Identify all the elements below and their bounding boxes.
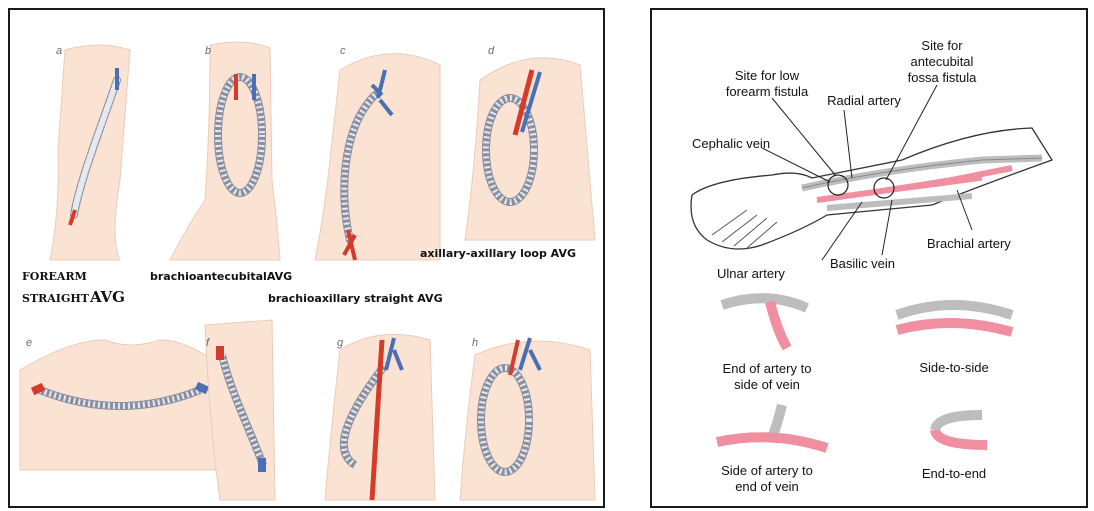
- panel-e-chest-loop: [20, 340, 225, 470]
- panel-letter-g: g: [337, 337, 344, 349]
- fistula-anatomy-illustration: Site for low forearm fistula Radial arte…: [652, 10, 1088, 508]
- label-site-low-forearm-1: Site for low: [735, 68, 800, 83]
- caption-straight: STRAIGHT: [22, 292, 90, 305]
- caption-brachioaxillary: brachioaxillary straight AVG: [268, 292, 443, 305]
- caption-avg: AVG: [89, 288, 125, 306]
- label-site-low-forearm-2: forearm fistula: [726, 84, 809, 99]
- label-end-artery-side-vein-2: side of vein: [734, 377, 800, 392]
- label-ulnar-artery: Ulnar artery: [717, 266, 785, 281]
- panel-f-thigh-straight: [205, 320, 275, 500]
- panel-letter-e: e: [26, 337, 32, 349]
- label-site-antecubital-2: antecubital: [911, 54, 974, 69]
- panel-letter-a: a: [56, 45, 62, 57]
- panel-letter-h: h: [472, 337, 478, 349]
- caption-brachioantecubital: brachioantecubitalAVG: [150, 270, 292, 283]
- anastomosis-end-artery-side-vein: [722, 298, 807, 348]
- anastomosis-side-to-side: [897, 305, 1012, 332]
- graft-configurations-panel: a b c d e f: [8, 8, 605, 508]
- panel-d-upper-arm-loop: [465, 58, 595, 240]
- panel-b-forearm-loop: [170, 42, 280, 260]
- label-site-antecubital-3: fossa fistula: [908, 70, 977, 85]
- label-end-to-end: End-to-end: [922, 466, 986, 481]
- panel-h-upper-arm-loop: [460, 338, 595, 500]
- graft-configurations-illustration: a b c d e f: [10, 10, 605, 508]
- caption-axillary-loop: axillary-axillary loop AVG: [420, 247, 576, 260]
- label-site-antecubital-1: Site for: [921, 38, 963, 53]
- panel-letter-d: d: [488, 45, 495, 57]
- label-brachial-artery: Brachial artery: [927, 236, 1011, 251]
- panel-a-forearm-straight: [50, 45, 130, 260]
- anastomosis-side-artery-end-vein: [717, 405, 827, 448]
- label-side-to-side: Side-to-side: [919, 360, 988, 375]
- label-basilic-vein: Basilic vein: [830, 256, 895, 271]
- panel-g-upper-arm-curve: [325, 334, 435, 500]
- anastomosis-end-to-end: [935, 415, 987, 445]
- fistula-anatomy-panel: Site for low forearm fistula Radial arte…: [650, 8, 1088, 508]
- label-side-artery-end-vein-1: Side of artery to: [721, 463, 813, 478]
- label-side-artery-end-vein-2: end of vein: [735, 479, 799, 494]
- caption-forearm: FOREARM: [22, 270, 87, 283]
- panel-c-upper-arm-straight: [315, 54, 440, 260]
- panel-letter-c: c: [340, 45, 346, 57]
- label-end-artery-side-vein-1: End of artery to: [723, 361, 812, 376]
- label-radial-artery: Radial artery: [827, 93, 901, 108]
- label-cephalic-vein: Cephalic vein: [692, 136, 770, 151]
- panel-letter-b: b: [205, 45, 211, 57]
